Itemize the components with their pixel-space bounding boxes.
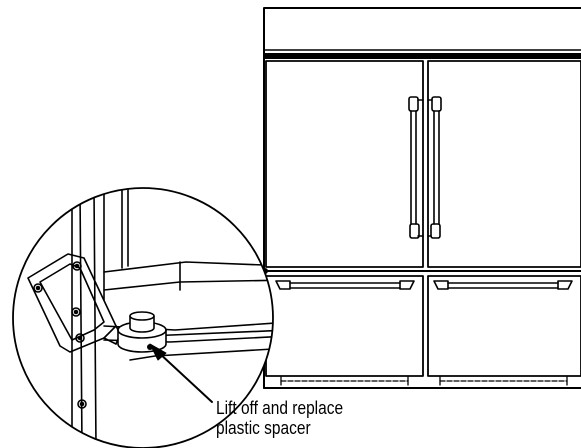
bracket-screws bbox=[33, 261, 87, 409]
plastic-spacer bbox=[117, 311, 167, 353]
toe-kick-grille bbox=[263, 376, 581, 389]
instruction-caption: Lift off and replace plastic spacer bbox=[216, 398, 422, 438]
upper-left-door bbox=[265, 60, 424, 268]
spacer-pointer-arrow bbox=[149, 343, 213, 403]
hinge-bracket bbox=[27, 253, 117, 353]
lower-right-drawer bbox=[427, 275, 581, 377]
refrigerator bbox=[262, 7, 581, 389]
cabinet-outline bbox=[263, 7, 581, 389]
caption-line-2: plastic spacer bbox=[216, 418, 311, 438]
upper-right-door bbox=[427, 60, 581, 268]
right-drawer-handle bbox=[433, 280, 573, 290]
top-trim-band bbox=[264, 53, 581, 59]
detail-view bbox=[12, 187, 274, 448]
caption-line-1: Lift off and replace bbox=[216, 398, 344, 418]
left-drawer-handle bbox=[275, 280, 415, 290]
right-door-handle bbox=[427, 96, 442, 239]
lower-left-drawer bbox=[265, 275, 424, 377]
left-door-handle bbox=[408, 96, 424, 239]
